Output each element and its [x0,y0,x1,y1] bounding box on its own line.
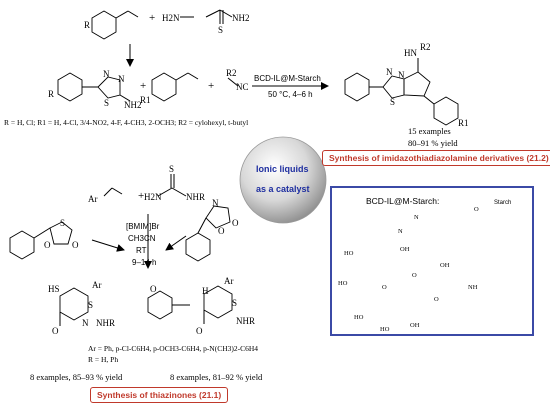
label-r1: R1 [140,95,151,105]
examples-top: 15 examples [408,126,451,136]
yield-top: 80–91 % yield [408,138,458,148]
label-s-product: S [390,97,396,107]
cd-label-14: N [398,228,403,235]
plus-2: + [208,80,215,92]
label-o-oxazolone-2: O [232,218,239,228]
label-s: S [218,25,224,35]
label-ar-aldehyde: Ar [88,194,98,204]
label-s-thiadiazole: S [104,98,110,108]
thiourea [157,174,187,197]
label-s-product-1: S [88,300,94,310]
catalyst-sphere [239,136,327,224]
section-title-bottom: Synthesis of thiazinones (21.1) [90,387,229,403]
label-r-thiadiazole: R [48,89,55,99]
thiazinone-product-1 [59,287,89,326]
label-nhr-product-2: NHR [236,316,256,326]
aryl-aldehyde [103,187,123,197]
arrow-from-dioxolanone [91,239,125,252]
circle-line-1: Ionic liquids [256,164,309,174]
catalyst-panel [330,186,534,336]
label-o-oxazolone-1: O [218,226,225,236]
label-n-product-1: N [386,67,393,77]
label-hn-product: HN [404,48,417,58]
substituents-top: R = H, Cl; R1 = H, 4-Cl, 3/4-NO2, 4-F, 4… [4,118,249,127]
label-h2n: H2N [162,13,180,23]
examples-bottom-right: 8 examples, 81–92 % yield [170,372,263,382]
plus-bottom: + [138,190,145,202]
label-nh2: NH2 [232,13,250,23]
circle-line-2: as a catalyst [256,184,310,194]
condition-3: RT [136,246,147,255]
conditions-top-above: BCD-IL@M-Starch [254,74,321,83]
label-r1-product: R1 [458,118,469,128]
cd-label-4: O [382,284,387,291]
label-n-product-2: N [398,70,405,80]
label-ar-product-2: Ar [224,276,234,286]
condition-1: [BMIM]Br [126,222,160,231]
examples-bottom-left: 8 examples, 85–93 % yield [30,372,123,382]
benzaldehyde-top [91,10,139,40]
cd-label-1: HO [344,250,354,257]
plus-top: + [149,12,156,24]
label-r2: R2 [226,68,237,78]
benzaldehyde-r1 [151,72,199,102]
cd-label-11: HO [380,326,390,333]
label-nhr-product-1: NHR [96,318,116,328]
cd-label-9: O [474,206,479,213]
label-r-top: R [84,20,91,30]
cd-label-10: OH [410,322,420,329]
label-o-amide: O [150,284,157,294]
label-n-oxazolone: N [212,198,219,208]
conditions-top-below: 50 °C, 4–6 h [268,90,313,99]
plus-1: + [140,80,147,92]
starch-label: Starch [494,200,512,206]
label-nhr-thiourea: NHR [186,192,206,202]
label-r2-product: R2 [420,42,431,52]
cd-label-7: O [434,296,439,303]
substituents-bottom-2: R = H, Ph [88,355,119,364]
catalyst-title: BCD-IL@M-Starch: [366,196,440,206]
label-ar-product-1: Ar [92,280,102,290]
substituents-bottom-1: Ar = Ph, p-Cl-C6H4, p-OCH3-C6H4, p-N(CH3… [88,344,259,353]
label-hs-product: HS [48,284,60,294]
label-o-dioxolanone-2: O [72,240,79,250]
label-h2n-thiourea: H2N [144,192,162,202]
cd-label-13: N [414,214,419,221]
label-h-product-2: H [202,286,209,296]
label-nc: NC [236,82,249,92]
label-n-1: N [103,69,110,79]
thiazinone-product-2 [147,285,233,324]
condition-4: 9–14 h [132,258,157,267]
thiosemicarbazide [180,9,233,24]
thiadiazole-reactant [57,72,131,102]
label-s-thiourea: S [169,164,175,174]
dioxolanone [9,221,73,260]
cd-label-3: HO [338,280,348,287]
imidazothiadiazolamine-product [344,58,459,126]
label-o-product-2: O [196,326,203,336]
cd-label-8: NH [468,284,478,291]
cd-label-12: O [412,272,417,279]
label-o-dioxolanone-1: O [44,240,51,250]
arrow-from-oxazolone [165,235,187,251]
cd-label-5: OH [440,262,450,269]
label-o-product-1: O [52,326,59,336]
label-n-2: N [118,74,125,84]
oxazolone [185,205,231,262]
label-s-dioxolanone: S [60,218,66,228]
label-nh2-thiadiazole: NH2 [124,100,142,110]
cd-label-6: HO [354,314,364,321]
condition-2: CH3CN [128,234,156,243]
section-title-top: Synthesis of imidazothiadiazolamine deri… [322,150,550,166]
isocyanide [227,77,239,87]
label-n-product-1b: N [82,318,89,328]
label-s-product-2: S [232,298,238,308]
cd-label-2: OH [400,246,410,253]
